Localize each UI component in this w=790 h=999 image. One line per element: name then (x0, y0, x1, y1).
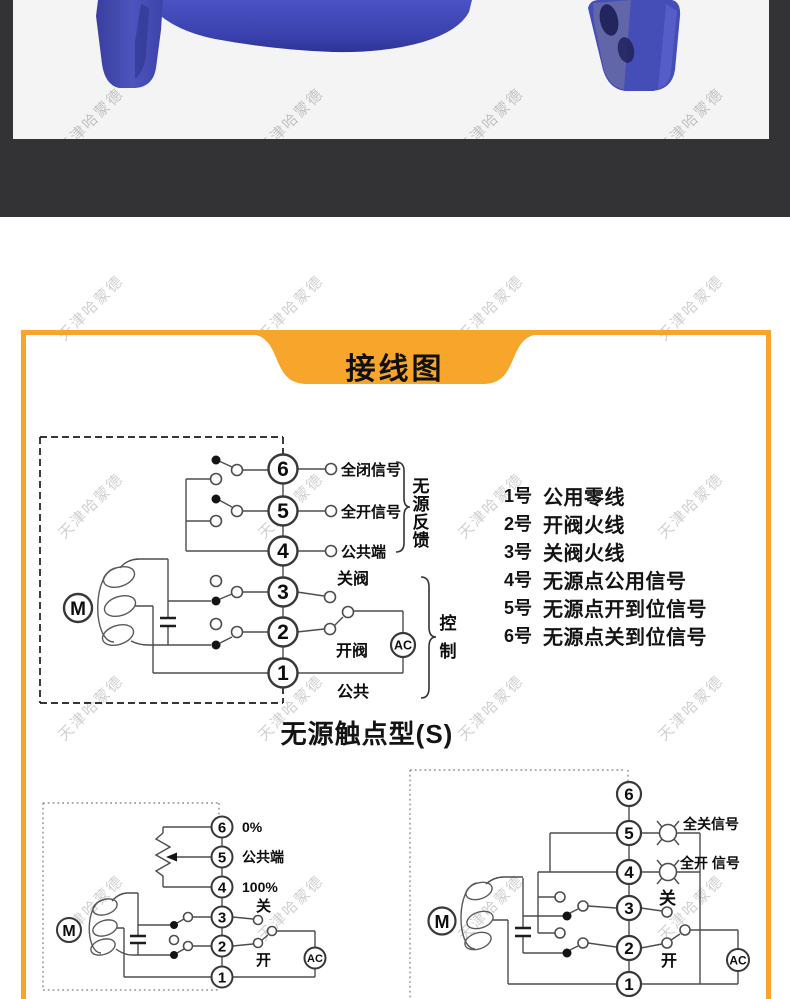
terminal-strip-pot: 6 5 4 3 2 1 (210, 815, 234, 989)
legend-row: 3号关阀火线 (504, 537, 754, 565)
label-open: 开 (661, 952, 677, 970)
svg-text:无: 无 (412, 477, 430, 496)
svg-text:5: 5 (218, 850, 226, 867)
legend-row: 2号开阀火线 (504, 509, 754, 537)
ac-label: AC (307, 953, 323, 965)
label-close-signal: 全闭信号 (340, 461, 401, 479)
svg-text:3: 3 (277, 581, 289, 604)
valve-body (96, 0, 681, 91)
capacitor-symbol (160, 616, 176, 628)
capacitor-symbol (515, 926, 531, 938)
motor-winding (460, 881, 494, 951)
svg-text:5: 5 (624, 824, 633, 843)
svg-text:2: 2 (277, 621, 289, 644)
wiring-section-border (21, 330, 771, 999)
legend-desc: 无源点开到位信号 (543, 598, 707, 621)
svg-text:6: 6 (624, 785, 633, 804)
product-photo-section: 天津哈蒙德天津哈蒙德天津哈蒙德天津哈蒙德 (0, 0, 790, 217)
product-photo: 天津哈蒙德天津哈蒙德天津哈蒙德天津哈蒙德 (13, 0, 769, 139)
svg-text:2: 2 (624, 939, 633, 958)
legend-num: 3号 (504, 542, 533, 562)
svg-text:馈: 馈 (413, 530, 430, 550)
legend-num: 2号 (504, 514, 533, 534)
terminal-strip-lamp: 6 5 4 3 2 1 (615, 780, 643, 998)
legend-num: 1号 (504, 486, 533, 506)
svg-text:2: 2 (218, 939, 226, 956)
capacitor-symbol (130, 934, 146, 945)
lamp-close-signal (656, 820, 680, 846)
feedback-vertical-label: 无 源 反 馈 (412, 477, 430, 550)
label-100pct: 100% (242, 879, 278, 895)
motor-circle (427, 906, 457, 936)
motor-label: M (435, 912, 450, 932)
legend-desc: 开阀火线 (543, 514, 625, 537)
ac-circle (726, 948, 750, 972)
legend-desc: 无源点关到位信号 (543, 626, 707, 649)
svg-text:6: 6 (218, 820, 226, 837)
label-full-close-signal: 全关信号 (682, 816, 739, 832)
wiring-diagram-lamp: M AC 6 5 4 3 2 1 全关信号 全开 信号 关 开 (409, 769, 750, 999)
label-close: 关 (256, 897, 271, 915)
section-header-tab (250, 334, 540, 384)
wiring-diagram-main: M AC 6 5 4 3 2 1 全闭信号 全开信号 公共端 关阀 开阀 公共 … (39, 436, 457, 704)
svg-text:6: 6 (277, 458, 289, 481)
svg-text:1: 1 (218, 970, 226, 987)
valve-photo-illustration (96, 0, 681, 91)
svg-text:5: 5 (277, 500, 289, 523)
legend-row: 1号公用零线 (504, 481, 754, 509)
label-common-end: 公共端 (242, 849, 284, 865)
legend-num: 5号 (504, 598, 533, 618)
svg-text:源: 源 (413, 494, 430, 514)
label-close: 关 (659, 888, 676, 908)
legend-row: 5号无源点开到位信号 (504, 593, 754, 621)
svg-text:1: 1 (624, 975, 633, 994)
label-common: 公共 (337, 683, 369, 701)
ac-label: AC (729, 954, 747, 968)
svg-text:4: 4 (624, 863, 634, 882)
svg-text:4: 4 (218, 880, 227, 897)
label-open-valve: 开阀 (336, 641, 368, 660)
legend-num: 4号 (504, 570, 533, 590)
legend-desc: 无源点公用信号 (543, 570, 687, 593)
legend-desc: 关阀火线 (543, 542, 625, 565)
motor-label: M (62, 923, 75, 940)
svg-text:控: 控 (440, 613, 457, 633)
resistor-symbol (154, 832, 172, 878)
motor-circle (62, 592, 94, 624)
legend-desc: 公用零线 (543, 486, 625, 509)
svg-text:制: 制 (440, 641, 457, 661)
terminal-strip-main: 6 5 4 3 2 1 (267, 453, 299, 689)
motor-label: M (70, 599, 86, 620)
control-vertical-label: 控 制 (440, 613, 457, 661)
motor-circle (56, 917, 82, 943)
svg-text:1: 1 (277, 662, 289, 685)
diagram-caption: 无源触点型(S) (280, 719, 454, 749)
legend-row: 4号无源点公用信号 (504, 565, 754, 593)
section-title: 接线图 (345, 353, 445, 386)
label-common-end: 公共端 (341, 543, 386, 561)
terminal-legend: 1号公用零线 2号开阀火线 3号关阀火线 4号无源点公用信号 5号无源点开到位信… (504, 481, 754, 649)
wiring-diagram-potentiometer: M AC 6 5 4 3 2 1 0% 公共端 100% 关 开 (42, 802, 327, 991)
legend-num: 6号 (504, 626, 533, 646)
ac-circle (303, 946, 327, 970)
wiper-arrowhead (166, 852, 177, 862)
label-full-open-signal: 全开 信号 (679, 855, 740, 871)
svg-text:反: 反 (413, 513, 430, 532)
feedback-brace (395, 461, 411, 553)
control-brace (420, 576, 437, 699)
lamp-open-signal (656, 859, 680, 885)
svg-text:3: 3 (624, 899, 633, 918)
ac-circle (389, 631, 417, 659)
legend-row: 6号无源点关到位信号 (504, 621, 754, 649)
svg-text:4: 4 (277, 540, 289, 563)
motor-winding (88, 898, 118, 956)
label-close-valve: 关阀 (337, 569, 369, 588)
label-0pct: 0% (242, 819, 263, 835)
ac-label: AC (394, 639, 412, 653)
motor-winding (97, 566, 137, 646)
label-open-signal: 全开信号 (340, 503, 401, 521)
label-open: 开 (256, 952, 271, 969)
svg-text:3: 3 (218, 910, 226, 927)
